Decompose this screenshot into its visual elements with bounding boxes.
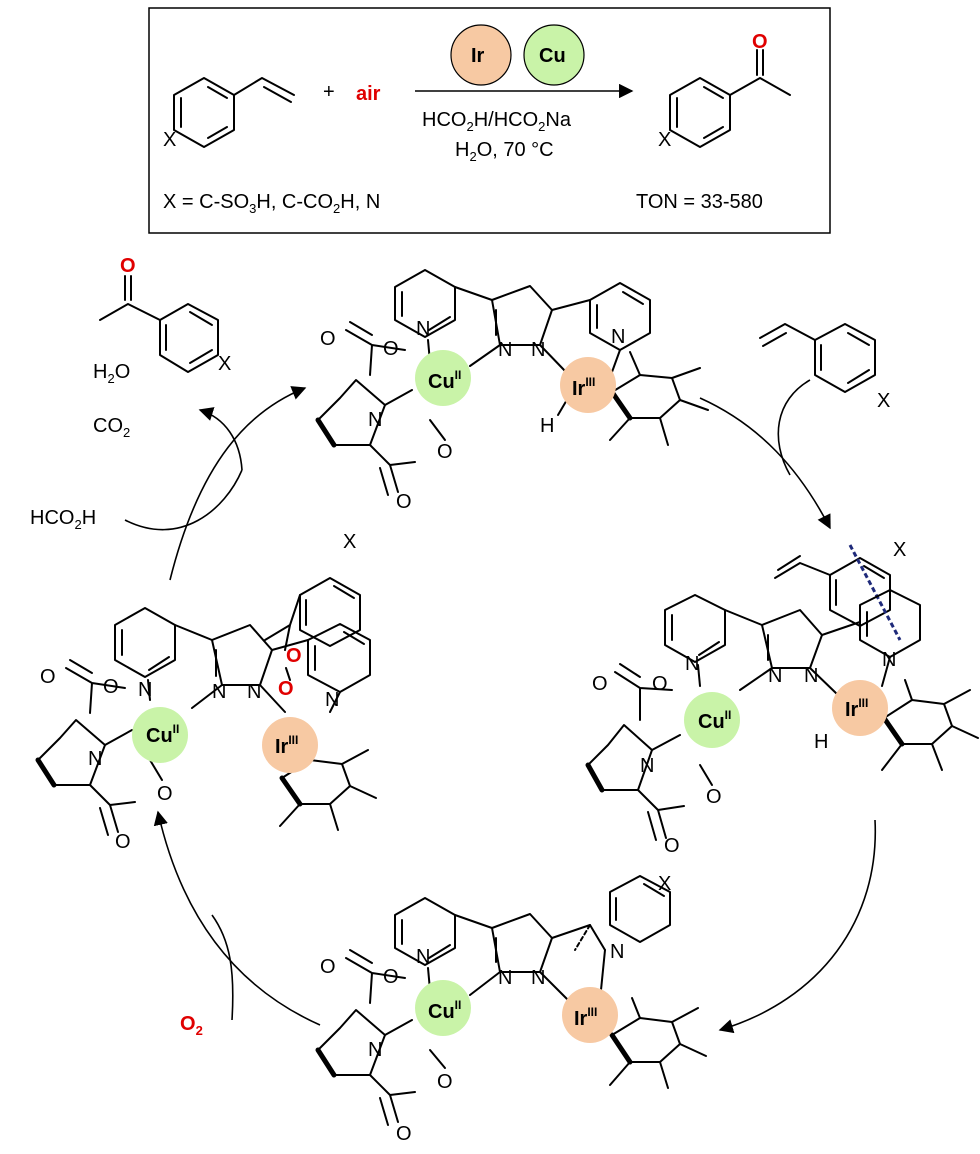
formic-acid-in-arrow xyxy=(124,469,243,531)
svg-text:O: O xyxy=(664,835,680,857)
plus-sign: + xyxy=(323,81,335,103)
svg-text:O: O xyxy=(592,673,608,695)
styrene-reactant: X xyxy=(163,77,295,151)
ton-label: TON = 33-580 xyxy=(636,191,763,213)
svg-text:N: N xyxy=(416,318,430,340)
svg-text:O: O xyxy=(383,338,399,360)
water-label: H2O xyxy=(93,361,130,386)
svg-text:O: O xyxy=(320,956,336,978)
svg-text:N: N xyxy=(212,681,226,703)
svg-text:IrIII: IrIII xyxy=(275,733,298,758)
cycle-arrow-right-to-bottom xyxy=(718,819,877,1034)
svg-text:O: O xyxy=(706,786,722,808)
svg-text:O: O xyxy=(115,831,131,853)
svg-text:O: O xyxy=(40,666,56,688)
svg-text:IrIII: IrIII xyxy=(572,375,595,400)
svg-text:H: H xyxy=(540,415,554,437)
svg-text:N: N xyxy=(247,681,261,703)
svg-text:CuII: CuII xyxy=(146,722,179,747)
atom-x: X xyxy=(877,390,890,412)
svg-text:CuII: CuII xyxy=(428,998,461,1023)
svg-text:CuII: CuII xyxy=(698,708,731,733)
svg-text:N: N xyxy=(610,941,624,963)
svg-text:N: N xyxy=(685,653,699,675)
svg-text:O: O xyxy=(320,328,336,350)
conditions-line-1: HCO2H/HCO2Na xyxy=(422,109,572,134)
svg-text:IrIII: IrIII xyxy=(574,1005,597,1030)
svg-text:O: O xyxy=(286,645,302,667)
ir-circle xyxy=(450,24,512,86)
complex-alkyl-insertion: X N N N N N O O O O CuII IrIII xyxy=(315,873,707,1145)
svg-text:CuII: CuII xyxy=(428,368,461,393)
cu-catalyst-badge: Cu xyxy=(523,24,585,86)
released-acetophenone: O X xyxy=(99,255,231,375)
svg-text:X: X xyxy=(658,873,671,895)
incoming-styrene: X xyxy=(759,323,890,412)
svg-text:O: O xyxy=(437,1071,453,1093)
atom-o: O xyxy=(120,255,136,277)
svg-text:O: O xyxy=(396,1123,412,1145)
svg-text:N: N xyxy=(804,665,818,687)
svg-text:O: O xyxy=(652,673,668,695)
svg-text:O: O xyxy=(396,491,412,513)
complex-ir-hydride: N N N N N O O O O H CuII IrIII xyxy=(315,269,709,513)
svg-text:O: O xyxy=(437,441,453,463)
complex-styrene-pi-bound: X N N N N N O O O O H CuII IrIII xyxy=(585,539,979,857)
svg-text:N: N xyxy=(325,689,339,711)
svg-text:N: N xyxy=(640,755,654,777)
svg-text:O: O xyxy=(278,678,294,700)
cycle-arrow-bottom-to-left xyxy=(153,810,321,1026)
oxygen-label: O2 xyxy=(180,1013,203,1038)
air-label: air xyxy=(356,83,381,105)
atom-x: X xyxy=(658,129,671,151)
byproducts-out-arrow xyxy=(198,407,243,471)
ir-catalyst-badge: Ir xyxy=(450,24,512,86)
reaction-summary-box xyxy=(148,7,831,234)
svg-text:N: N xyxy=(498,339,512,361)
oxygen-in-arrow xyxy=(211,914,234,1021)
atom-x: X xyxy=(218,353,231,375)
svg-text:N: N xyxy=(531,339,545,361)
conditions-line-2: H2O, 70 °C xyxy=(455,139,554,164)
cycle-arrow-top-to-right xyxy=(699,397,831,530)
svg-text:H: H xyxy=(814,731,828,753)
svg-text:Ir: Ir xyxy=(471,45,485,67)
svg-text:N: N xyxy=(368,1039,382,1061)
svg-text:N: N xyxy=(138,679,152,701)
formic-acid-label: HCO2H xyxy=(30,507,96,532)
svg-text:O: O xyxy=(103,676,119,698)
svg-text:Cu: Cu xyxy=(539,45,566,67)
svg-text:N: N xyxy=(882,649,896,671)
svg-text:N: N xyxy=(416,946,430,968)
acetophenone-product: O X xyxy=(658,31,791,151)
cu-circle xyxy=(523,24,585,86)
svg-text:X: X xyxy=(893,539,906,561)
styrene-in-arrow xyxy=(777,379,811,476)
svg-text:O: O xyxy=(157,783,173,805)
svg-text:IrIII: IrIII xyxy=(845,696,868,721)
svg-text:N: N xyxy=(498,967,512,989)
atom-x: X xyxy=(163,129,176,151)
svg-text:N: N xyxy=(531,967,545,989)
svg-text:N: N xyxy=(768,665,782,687)
co2-label: CO2 xyxy=(93,415,130,440)
svg-text:N: N xyxy=(368,409,382,431)
cycle-arrow-left-to-top xyxy=(169,386,307,581)
svg-text:N: N xyxy=(611,326,625,348)
substrate-scope: X = C-SO3H, C-CO2H, N xyxy=(163,191,380,216)
svg-text:O: O xyxy=(383,966,399,988)
atom-o: O xyxy=(752,31,768,53)
complex-peroxo-intermediate: X O O N N N N N O O O O CuII IrIII xyxy=(35,531,377,853)
svg-text:N: N xyxy=(88,748,102,770)
svg-text:X: X xyxy=(343,531,356,553)
